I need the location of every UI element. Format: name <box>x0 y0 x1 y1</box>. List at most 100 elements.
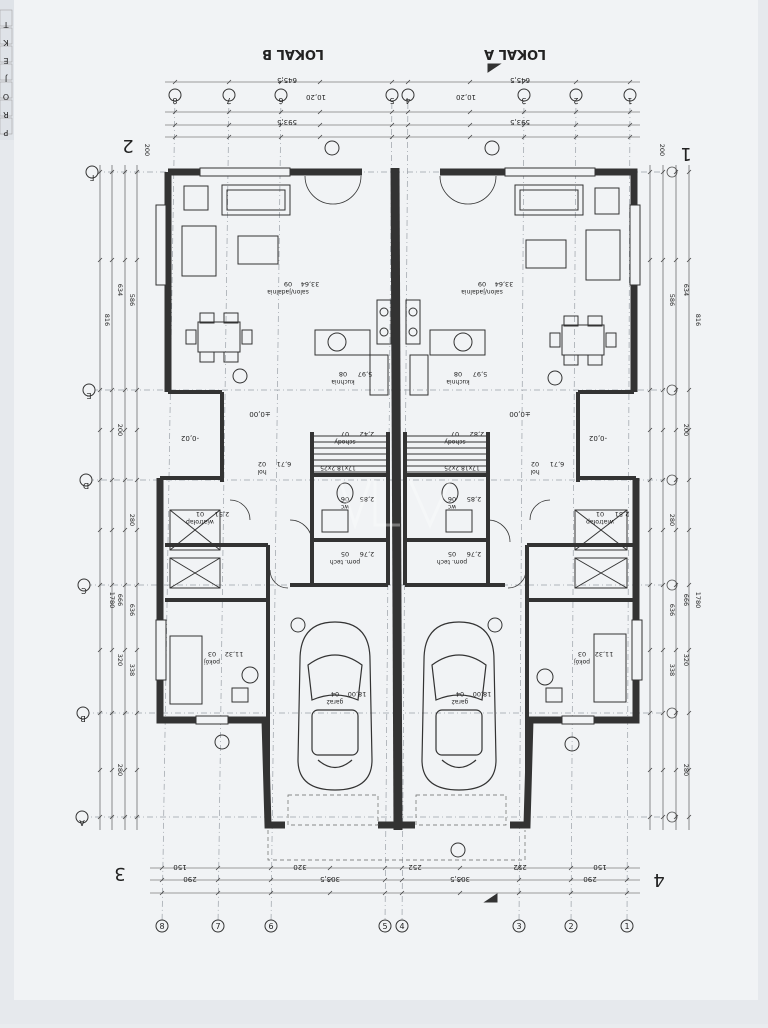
room-number: 05 <box>341 550 349 558</box>
room-number: 08 <box>454 370 462 378</box>
dim-bottom-row1: 303,5 <box>450 875 470 883</box>
room-name: garaż <box>327 698 344 705</box>
axis-bubble-bottom-2 <box>564 919 578 933</box>
dim-bottom-row2: 320 <box>293 863 306 871</box>
room-number: 01 <box>596 510 604 518</box>
axis-bubble-top-4 <box>401 88 415 102</box>
room-number: 04 <box>456 690 464 698</box>
room-name: garaż <box>452 698 469 705</box>
room-area: 6,71 <box>550 460 564 468</box>
title-tab-letter: J <box>5 74 8 83</box>
room-area: 33,64 <box>495 280 514 288</box>
room-number: 07 <box>341 430 349 438</box>
axis-label-bottom-6: 6 <box>268 922 273 931</box>
level-vestibule-a: -0,02 <box>589 434 607 442</box>
stairs-label-b: 17x18,2x25 <box>320 464 356 471</box>
room-number: 07 <box>451 430 459 438</box>
dim-bottom-row2: 252 <box>408 863 421 871</box>
dim-right-side: 280 <box>668 514 676 526</box>
dim-left-side: 200 <box>116 424 124 436</box>
axis-label-top-8: 8 <box>172 96 177 105</box>
dim-left-side: 666 <box>116 594 124 606</box>
driveway <box>267 794 526 861</box>
axis-bubble-left-D <box>79 473 93 487</box>
axis-bubble-left-C <box>77 578 91 592</box>
room-area: 2,51 <box>615 510 629 518</box>
dim-right-side: 320 <box>682 654 690 666</box>
room-number: 09 <box>478 280 486 288</box>
axis-label-bottom-1: 1 <box>624 922 629 931</box>
axis-bubble-right <box>666 166 678 178</box>
dimension-ticks <box>97 79 692 896</box>
dim-left-side: 280 <box>128 514 136 526</box>
corner-number-2: 2 <box>122 135 133 156</box>
room-number: 02 <box>531 460 539 468</box>
axis-bubble-bottom-4 <box>395 919 409 933</box>
room-area: 2,85 <box>467 495 481 503</box>
axis-label-left-C: C <box>81 586 87 595</box>
room-name: wc <box>341 503 349 510</box>
axis-label-bottom-3: 3 <box>516 922 521 931</box>
dimension-lines <box>99 81 690 894</box>
dim-top-sub-right: 593,5 <box>510 118 530 126</box>
axis-bubble-left-E <box>82 383 96 397</box>
room-name: salon/jadalnia <box>267 288 309 295</box>
dim-left-side: 586 <box>128 294 136 306</box>
room-area: 33,64 <box>301 280 320 288</box>
axis-bubble-bottom-1 <box>620 919 634 933</box>
room-name: salon/jadalnia <box>461 288 503 295</box>
windows <box>155 167 643 725</box>
axis-bubble-top-1 <box>623 88 637 102</box>
dim-right-side: 634 <box>682 284 690 296</box>
dim-bottom-row2: 150 <box>173 863 186 871</box>
corner-number-1: 1 <box>680 143 691 164</box>
dim-right-side: 586 <box>668 294 676 306</box>
room-number: 06 <box>448 495 456 503</box>
axis-label-top-6: 6 <box>278 96 283 105</box>
room-area: 11,32 <box>595 650 614 658</box>
axis-bubble-top-7 <box>222 88 236 102</box>
dim-top-small-right: 10,20 <box>456 93 476 101</box>
dim-top-sub-left: 593,5 <box>277 118 297 126</box>
room-number: 05 <box>448 550 456 558</box>
room-name: pokój <box>204 658 220 665</box>
room-number: 04 <box>331 690 339 698</box>
room-area: 2,76 <box>467 550 481 558</box>
dim-bottom-row1: 303,5 <box>320 875 340 883</box>
axis-bubble-right <box>666 579 678 591</box>
axis-bubble-right <box>666 707 678 719</box>
axis-label-left-A: A <box>79 818 85 827</box>
car-icon-lokal-b <box>297 621 373 791</box>
dim-left-side: 816 <box>103 314 111 326</box>
dim-bottom-row1: 290 <box>583 875 596 883</box>
dim-left-side: 280 <box>116 764 124 776</box>
lokal-b-title: LOKAL B <box>262 46 324 61</box>
furniture <box>169 184 628 705</box>
title-tab-letter: R <box>3 110 9 119</box>
axis-bubble-bottom-7 <box>211 919 225 933</box>
room-name: wiatrołap <box>186 518 214 525</box>
dim-bottom-row2: 150 <box>593 863 606 871</box>
room-number: 01 <box>196 510 204 518</box>
axis-bubble-left-A <box>75 810 89 824</box>
level-salon-b: ±0,00 <box>249 410 270 418</box>
dim-left-side: 338 <box>128 664 136 676</box>
axis-label-left-D: D <box>83 481 89 490</box>
dim-right-side: 666 <box>682 594 690 606</box>
dim-bottom-row2: 252 <box>513 863 526 871</box>
room-area: 2,85 <box>360 495 374 503</box>
room-name: pom. tech <box>330 558 360 565</box>
